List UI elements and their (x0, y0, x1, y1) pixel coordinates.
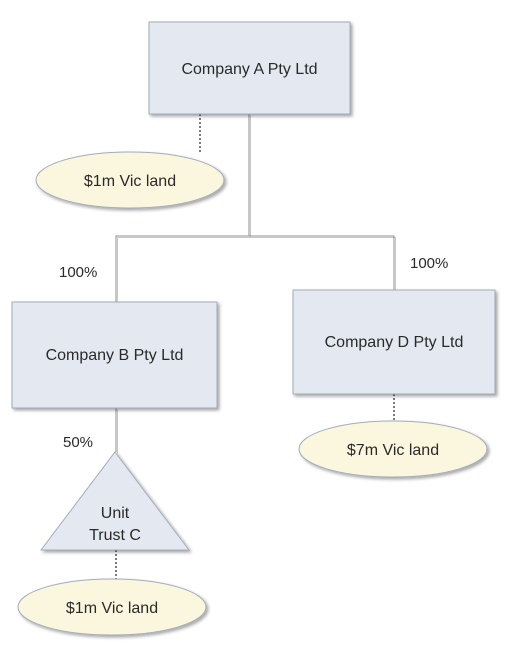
company-a-label: Company A Pty Ltd (181, 61, 317, 78)
company-b-label: Company B Pty Ltd (46, 347, 184, 364)
company-b-box: Company B Pty Ltd (11, 301, 218, 409)
unit-trust-c-land-label: $1m Vic land (66, 600, 158, 617)
unit-trust-c-label-line2: Trust C (89, 527, 141, 544)
company-a-box: Company A Pty Ltd (148, 21, 351, 115)
pct-a-to-b: 100% (59, 264, 97, 281)
company-d-land-ellipse: $7m Vic land (298, 420, 488, 478)
pct-a-to-d: 100% (410, 255, 448, 272)
company-a-land-ellipse: $1m Vic land (35, 151, 225, 209)
unit-trust-c-land-ellipse: $1m Vic land (17, 578, 207, 636)
ownership-lines (115, 114, 396, 454)
unit-trust-c-label-line1: Unit (101, 505, 130, 522)
unit-trust-c-triangle: Unit Trust C (39, 451, 191, 551)
asset-lines (115, 114, 395, 580)
company-d-box: Company D Pty Ltd (292, 289, 496, 395)
line-a-to-b (115, 114, 250, 302)
pct-b-to-c: 50% (63, 434, 93, 451)
company-a-land-label: $1m Vic land (84, 173, 176, 190)
line-a-to-d (249, 235, 395, 290)
company-d-label: Company D Pty Ltd (325, 334, 464, 351)
company-d-land-label: $7m Vic land (347, 442, 439, 459)
